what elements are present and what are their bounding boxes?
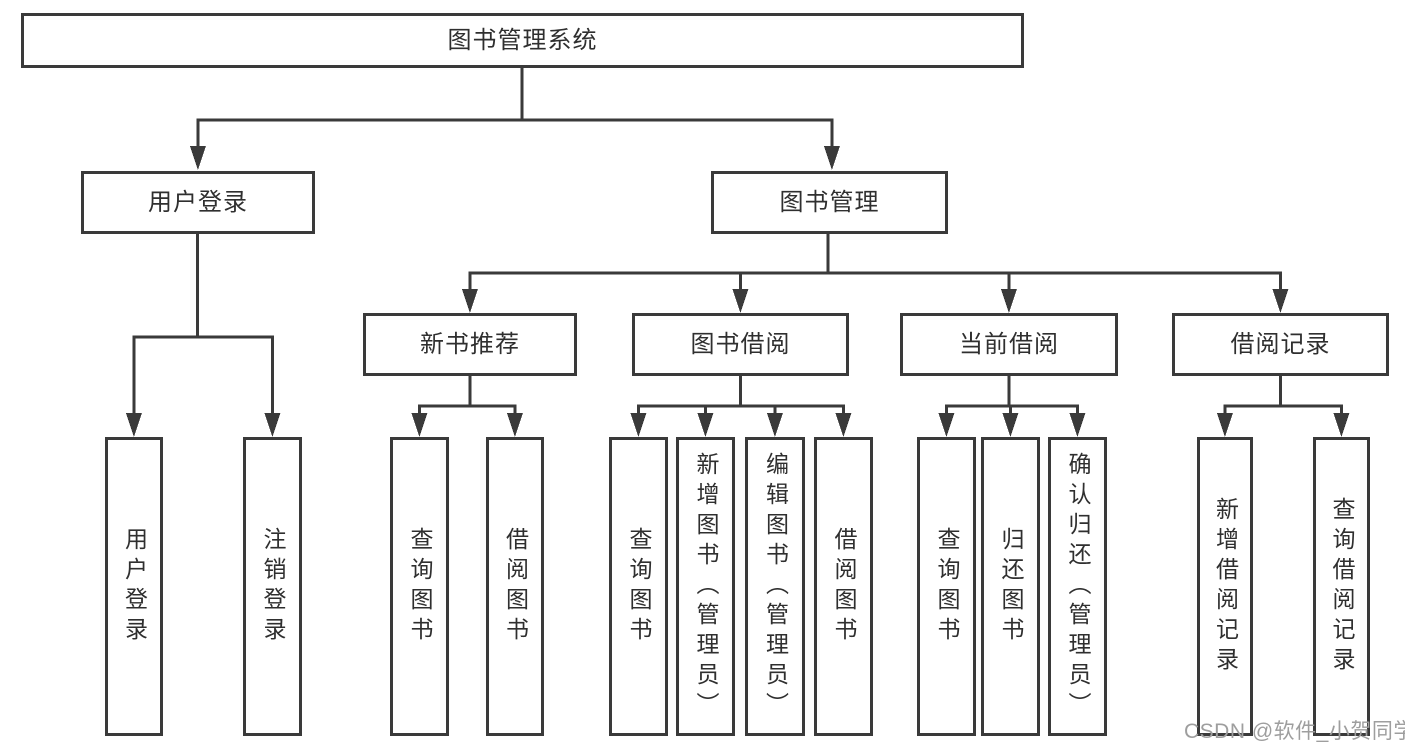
arrow-down-icon (835, 413, 852, 437)
leaf-query-books-2: 查询图书 (609, 437, 668, 736)
node-new-book-recommend-label: 新书推荐 (420, 330, 520, 358)
leaf-borrow-books-2-label: 借阅图书 (831, 526, 857, 647)
leaf-edit-books-admin: 编辑图书（管理员） (745, 437, 805, 736)
watermark: CSDN @软件_小贺同学 (1184, 720, 1405, 743)
node-borrow-records: 借阅记录 (1172, 313, 1389, 376)
arrow-down-icon (507, 413, 523, 437)
node-user-login: 用户登录 (81, 171, 315, 234)
node-book-borrow: 图书借阅 (632, 313, 849, 376)
leaf-add-borrow-record-label: 新增借阅记录 (1212, 496, 1239, 677)
arrow-down-icon (732, 289, 749, 313)
node-book-management: 图书管理 (711, 171, 948, 234)
arrow-down-icon (126, 413, 142, 437)
arrow-down-icon (1272, 289, 1289, 313)
arrow-down-icon (411, 413, 428, 437)
leaf-add-borrow-record: 新增借阅记录 (1197, 437, 1253, 736)
arrow-down-icon (697, 413, 714, 437)
leaf-user-login: 用户登录 (105, 437, 163, 736)
node-root: 图书管理系统 (21, 13, 1024, 68)
node-new-book-recommend: 新书推荐 (363, 313, 577, 376)
leaf-user-login-label: 用户登录 (121, 526, 148, 647)
leaf-borrow-books-2: 借阅图书 (814, 437, 873, 736)
arrow-down-icon (462, 289, 478, 313)
leaf-edit-books-admin-label: 编辑图书（管理员） (762, 451, 789, 722)
node-current-borrow-label: 当前借阅 (959, 330, 1059, 358)
leaf-query-borrow-record: 查询借阅记录 (1313, 437, 1370, 736)
node-current-borrow: 当前借阅 (900, 313, 1118, 376)
arrow-down-icon (824, 146, 840, 170)
leaf-borrow-books-1: 借阅图书 (486, 437, 544, 736)
arrow-down-icon (1333, 413, 1350, 437)
arrow-down-icon (264, 413, 281, 437)
node-root-label: 图书管理系统 (447, 26, 598, 54)
node-book-management-label: 图书管理 (779, 188, 880, 216)
leaf-return-books: 归还图书 (981, 437, 1040, 736)
leaf-query-books-1: 查询图书 (390, 437, 449, 736)
node-user-login-label: 用户登录 (148, 188, 248, 216)
leaf-query-books-3: 查询图书 (917, 437, 976, 736)
leaf-add-books-admin-label: 新增图书（管理员） (693, 451, 719, 722)
leaf-logout-label: 注销登录 (260, 526, 286, 647)
arrow-down-icon (767, 413, 783, 437)
leaf-return-books-label: 归还图书 (998, 526, 1024, 647)
node-borrow-records-label: 借阅记录 (1230, 330, 1331, 358)
node-book-borrow-label: 图书借阅 (690, 330, 791, 358)
leaf-logout: 注销登录 (243, 437, 302, 736)
arrow-down-icon (190, 146, 206, 170)
leaf-query-borrow-record-label: 查询借阅记录 (1329, 496, 1355, 677)
leaf-add-books-admin: 新增图书（管理员） (676, 437, 735, 736)
arrow-down-icon (630, 413, 647, 437)
arrow-down-icon (1069, 413, 1086, 437)
arrow-down-icon (1001, 289, 1017, 313)
arrow-down-icon (938, 413, 955, 437)
arrow-down-icon (1002, 413, 1019, 437)
leaf-query-books-2-label: 查询图书 (626, 526, 652, 647)
leaf-confirm-return-admin: 确认归还（管理员） (1048, 437, 1107, 736)
leaf-query-books-1-label: 查询图书 (407, 526, 433, 647)
leaf-confirm-return-admin-label: 确认归还（管理员） (1065, 451, 1091, 722)
leaf-borrow-books-1-label: 借阅图书 (502, 526, 529, 647)
arrow-down-icon (1217, 413, 1233, 437)
leaf-query-books-3-label: 查询图书 (934, 526, 960, 647)
